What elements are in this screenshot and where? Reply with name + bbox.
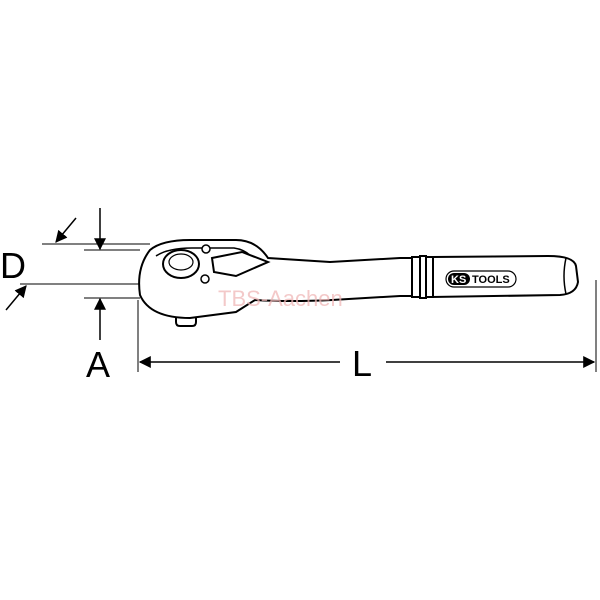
quick-release-inner [168, 253, 194, 271]
ks-tools-logo: KS TOOLS [445, 270, 517, 288]
ratchet-head [138, 239, 417, 320]
d-arrow-top [55, 217, 77, 243]
dimension-l-label: L [352, 343, 372, 384]
dimension-l: L [137, 280, 597, 384]
dimension-d: D [0, 217, 150, 311]
reversing-lever [210, 250, 271, 278]
dimension-a: A [84, 208, 140, 385]
screw-top [201, 244, 211, 254]
watermark-text: TBS-Aachen [218, 286, 343, 311]
d-arrow-bottom [5, 285, 27, 311]
handle-collar-ring-3 [425, 256, 434, 298]
logo-ks-text: KS [451, 274, 466, 286]
handle-end-line [563, 257, 567, 295]
handle-collar-ring-1 [411, 256, 421, 298]
logo-tools-text: TOOLS [472, 274, 510, 286]
logo-ks-box [448, 273, 470, 285]
dimension-a-label: A [86, 344, 110, 385]
dimension-d-label: D [0, 245, 26, 286]
screw-bottom [200, 274, 210, 284]
